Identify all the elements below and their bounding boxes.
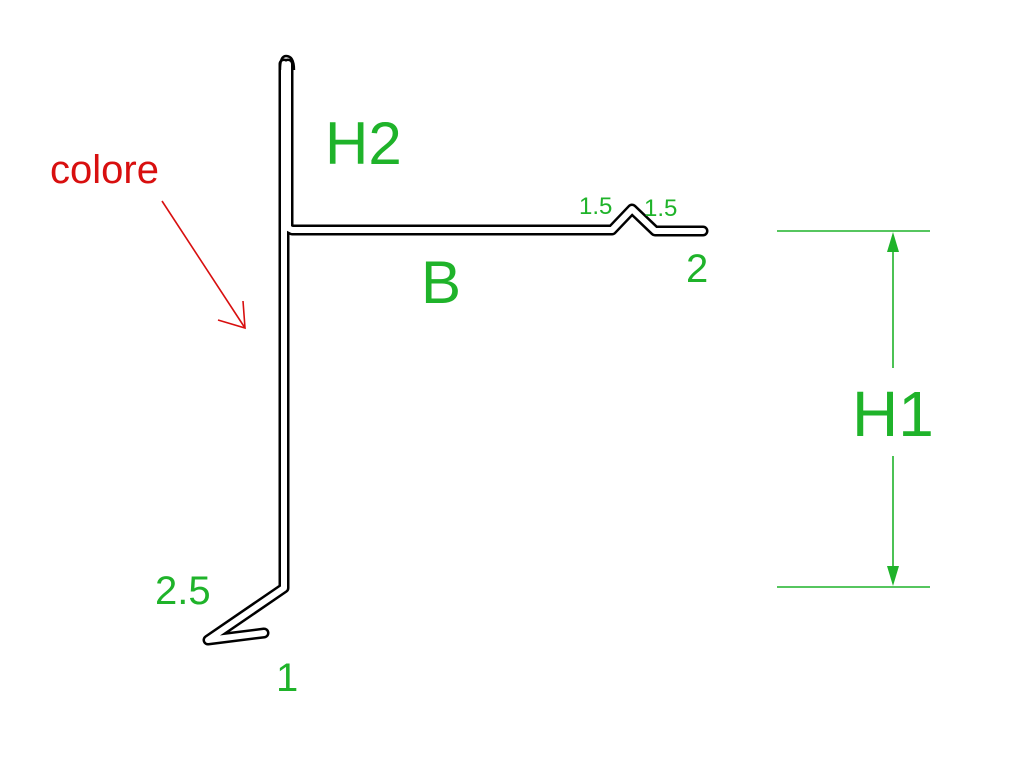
profile-section-fill: [205, 61, 706, 643]
end-right-label: 2: [686, 247, 708, 291]
h1-dimension: [777, 230, 930, 588]
bottom-hem-label: 2.5: [155, 569, 211, 613]
h1-arrowheads: [887, 232, 899, 586]
b-label: B: [421, 249, 461, 316]
h2-label: H2: [325, 110, 402, 177]
small-right-label: 1.5: [644, 195, 677, 222]
small-left-label: 1.5: [579, 193, 612, 220]
bottom-end-label: 1: [276, 656, 298, 700]
h1-label: H1: [852, 378, 934, 450]
top-fold: [278, 54, 296, 71]
colore-arrow: [161, 200, 246, 330]
colore-label: colore: [50, 148, 159, 192]
